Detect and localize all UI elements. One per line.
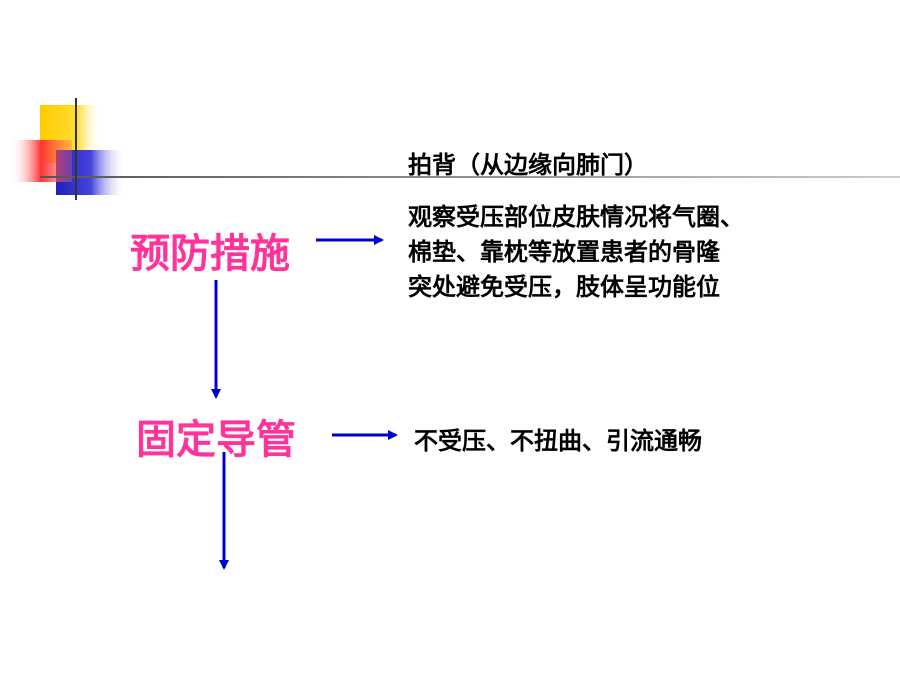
decor-red-square	[10, 140, 72, 182]
note-catheter-care: 不受压、不扭曲、引流通畅	[414, 427, 702, 455]
decor-vertical-line	[75, 98, 77, 200]
node-fix-catheter: 固定导管	[136, 417, 296, 463]
note-back-pat: 拍背（从边缘向肺门）	[408, 151, 648, 179]
note-pressure-care-line: 突处避免受压，肢体呈功能位	[408, 273, 720, 301]
decor-horizontal-line	[40, 176, 900, 178]
node-prevention: 预防措施	[130, 231, 290, 277]
note-pressure-care: 观察受压部位皮肤情况将气圈、 棉垫、靠枕等放置患者的骨隆 突处避免受压，肢体呈功…	[408, 200, 744, 305]
note-pressure-care-line: 观察受压部位皮肤情况将气圈、	[408, 203, 744, 231]
corner-decoration	[10, 98, 900, 200]
note-pressure-care-line: 棉垫、靠枕等放置患者的骨隆	[408, 238, 720, 266]
